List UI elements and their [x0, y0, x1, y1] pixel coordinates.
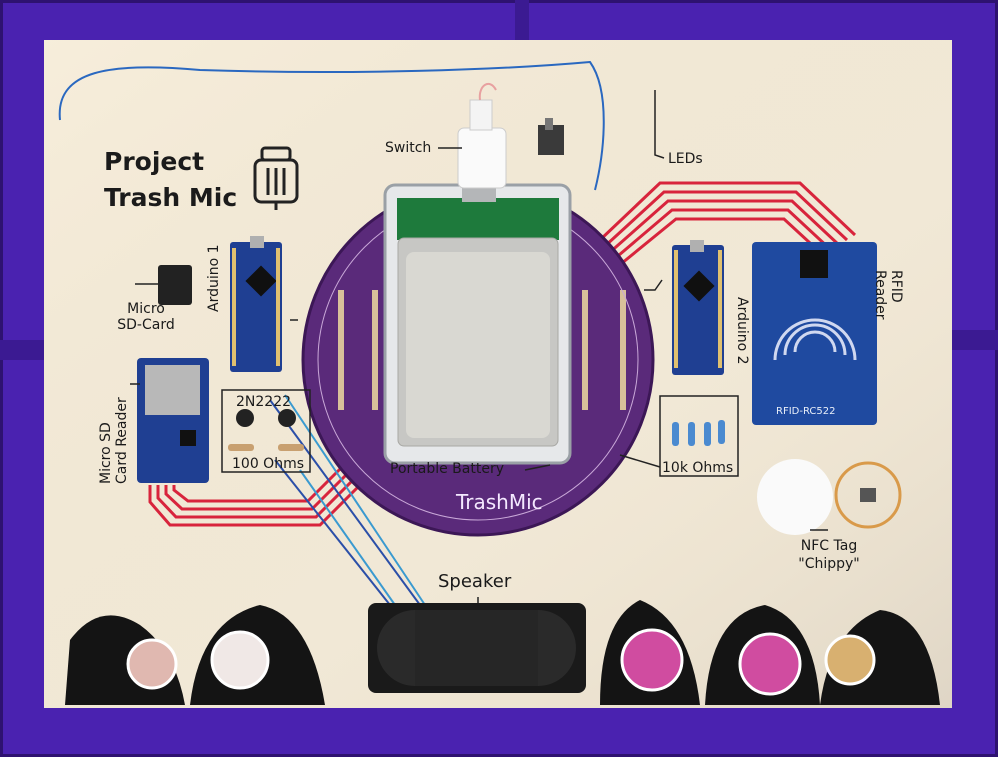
speaker [368, 603, 586, 693]
label-arduino-2: Arduino 2 [734, 297, 750, 365]
label-leds: LEDs [668, 151, 703, 167]
transistor-box [221, 389, 311, 473]
pcb-brand: TrashMic [456, 490, 543, 514]
red-traces-top [598, 181, 857, 270]
label-sd-reader-1: Micro SD [98, 422, 114, 484]
slide-switch [538, 118, 564, 155]
nfc-tag [757, 459, 902, 535]
label-100-ohms: 100 Ohms [232, 456, 304, 472]
label-10k-ohms: 10k Ohms [662, 460, 734, 476]
label-rfid-2: Reader [872, 270, 888, 320]
red-traces-bottom [148, 450, 377, 527]
label-speaker: Speaker [438, 571, 512, 592]
rfid-reader [752, 242, 877, 425]
blue-wires [58, 60, 605, 606]
label-switch: Switch [385, 140, 432, 156]
title-line-2: Trash Mic [104, 183, 238, 212]
label-arduino-1: Arduino 1 [206, 244, 222, 312]
arduino-2 [672, 240, 724, 375]
label-rfid-1: RFID [888, 270, 904, 303]
label-sd-reader-2: Card Reader [114, 397, 130, 484]
resistor-box [659, 395, 739, 477]
leader-lines [130, 90, 828, 603]
sticker-faces [126, 628, 876, 696]
trash-can-icon [253, 146, 299, 210]
title-line-1: Project [104, 147, 205, 176]
label-transistor: 2N2222 [236, 394, 292, 410]
sd-card-reader [137, 358, 209, 483]
label-micro-sd-2: SD-Card [117, 317, 175, 333]
label-rfid-chip: RFID-RC522 [776, 406, 836, 417]
label-battery: Portable Battery [390, 461, 504, 477]
arduino-1 [230, 236, 282, 372]
portable-battery [383, 183, 572, 465]
usb-plug [457, 82, 507, 189]
label-micro-sd-1: Micro [127, 301, 165, 317]
label-nfc-2: "Chippy" [798, 556, 860, 572]
micro-sd-card [158, 265, 192, 305]
label-nfc-1: NFC Tag [800, 538, 858, 554]
